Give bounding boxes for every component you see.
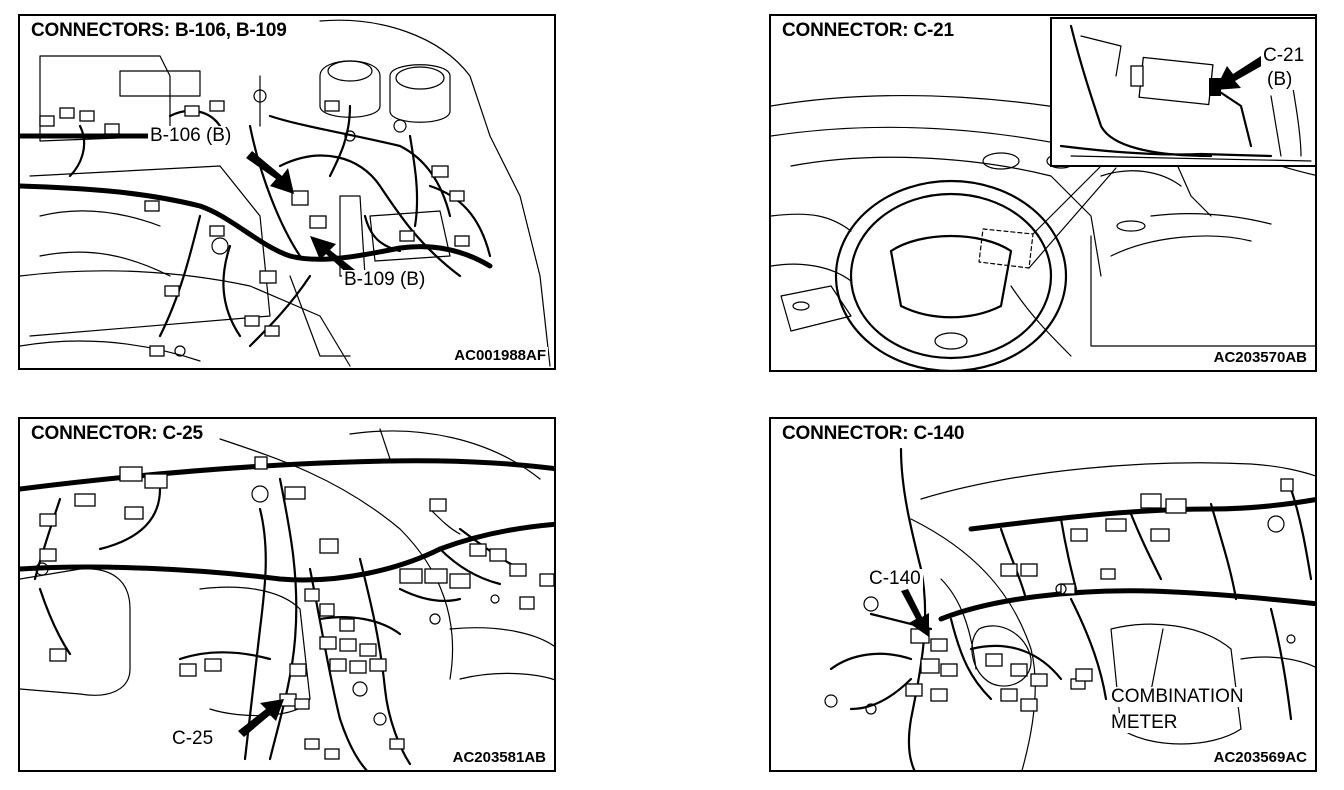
panel-connector-c140: CONNECTOR: C-140 C-140 COMBINATION METER… <box>769 417 1317 772</box>
arrow-b106-icon <box>246 151 294 194</box>
label-c21-b: (B) <box>1265 69 1295 90</box>
figure-code: AC203570AB <box>1211 349 1309 366</box>
panel-connectors-b106-b109: CONNECTORS: B-106, B-109 B-106 (B) B-109… <box>18 14 556 370</box>
figure-code: AC001988AF <box>452 347 548 364</box>
dashboard-steering-illustration <box>771 17 1315 370</box>
arrow-c140-icon <box>901 589 929 637</box>
figure-code: AC203581AB <box>450 749 548 766</box>
label-b109: B-109 (B) <box>342 269 428 290</box>
engine-bay-illustration <box>20 19 551 367</box>
label-meter: METER <box>1109 712 1180 733</box>
label-b106: B-106 (B) <box>148 125 234 146</box>
panel-title: CONNECTOR: C-25 <box>28 423 206 445</box>
label-combination: COMBINATION <box>1109 686 1246 707</box>
figure-code: AC203569AC <box>1211 749 1309 766</box>
instrument-panel-harness-left-illustration <box>20 428 554 770</box>
label-c140: C-140 <box>867 568 923 589</box>
label-c25: C-25 <box>170 728 216 749</box>
panel-title: CONNECTORS: B-106, B-109 <box>28 20 290 42</box>
arrow-c21-icon <box>1215 56 1265 90</box>
label-c21: C-21 <box>1261 45 1307 66</box>
panel-title: CONNECTOR: C-21 <box>779 20 957 42</box>
arrow-c25-icon <box>238 699 284 737</box>
arrow-b109-icon <box>310 236 360 280</box>
panel-connector-c25: CONNECTOR: C-25 C-25 AC203581AB <box>18 417 556 772</box>
panel-title: CONNECTOR: C-140 <box>779 423 968 445</box>
instrument-panel-harness-right-illustration <box>824 447 1315 770</box>
panel-connector-c21: CONNECTOR: C-21 C-21 (B) AC203570AB <box>769 14 1317 372</box>
